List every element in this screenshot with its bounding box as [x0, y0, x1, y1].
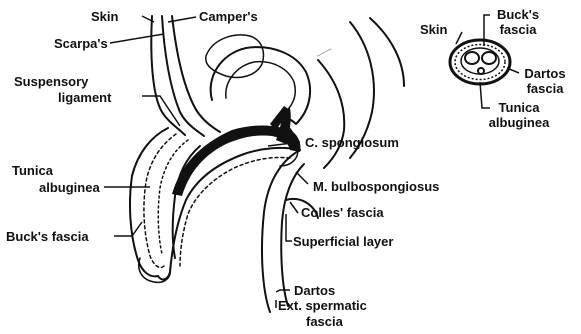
leader-bucks-main: [114, 222, 142, 236]
shaft-skin-upper: [130, 128, 168, 276]
c-spongiosum-black: [172, 126, 301, 197]
skin-outline: [151, 16, 185, 135]
label-bucks-fascia: Buck's fascia: [6, 229, 89, 244]
inset-skin-outline: [450, 40, 510, 84]
label-suspensory: Suspensory: [14, 74, 88, 89]
label-inset-skin: Skin: [420, 22, 447, 37]
inset-cavernosum-left: [465, 52, 479, 64]
leader-scarpas: [110, 34, 164, 43]
label-scarpas: Scarpa's: [54, 36, 108, 51]
label-suspensory-2: ligament: [58, 90, 111, 105]
label-dartos: Dartos: [294, 283, 335, 298]
bucks-fascia-outer: [144, 134, 176, 268]
bladder-inner: [226, 62, 295, 114]
label-superficial-layer: Superficial layer: [293, 234, 393, 249]
label-tunica-2: albuginea: [39, 180, 100, 195]
leader-m-bulbospongiosus: [296, 172, 308, 184]
artist-mark: ~~~~~: [316, 46, 334, 59]
label-inset-dartos-2: fascia: [518, 81, 572, 96]
urethra: [172, 106, 301, 196]
label-ext-spermatic-2: fascia: [306, 314, 343, 329]
label-colles-fascia: Colles' fascia: [301, 205, 384, 220]
label-c-spongiosum: C. spongiosum: [305, 135, 399, 150]
label-inset-tunica-2: albuginea: [487, 115, 551, 130]
label-inset-tunica: Tunica: [487, 100, 551, 115]
label-ext-spermatic: Ext. spermatic: [278, 298, 367, 313]
label-inset-bucks: Buck's: [492, 7, 544, 22]
inset-urethra: [478, 68, 484, 74]
label-tunica: Tunica: [12, 163, 53, 178]
inset-cross-section: [450, 40, 510, 84]
leader-inset-skin: [456, 32, 462, 44]
sacral-curve: [370, 18, 404, 86]
leader-colles: [290, 202, 298, 213]
label-m-bulbospongiosus: M. bulbospongiosus: [313, 179, 439, 194]
label-campers: Camper's: [199, 9, 258, 24]
leader-superficial: [286, 214, 292, 241]
rectum-outline: [318, 60, 344, 168]
inset-cavernosum-right: [482, 52, 496, 64]
inner-shaft-line: [180, 157, 290, 266]
label-inset-bucks-2: fascia: [492, 22, 544, 37]
leader-dartos-main: [276, 290, 290, 292]
label-skin: Skin: [91, 9, 118, 24]
label-inset-dartos: Dartos: [518, 66, 572, 81]
